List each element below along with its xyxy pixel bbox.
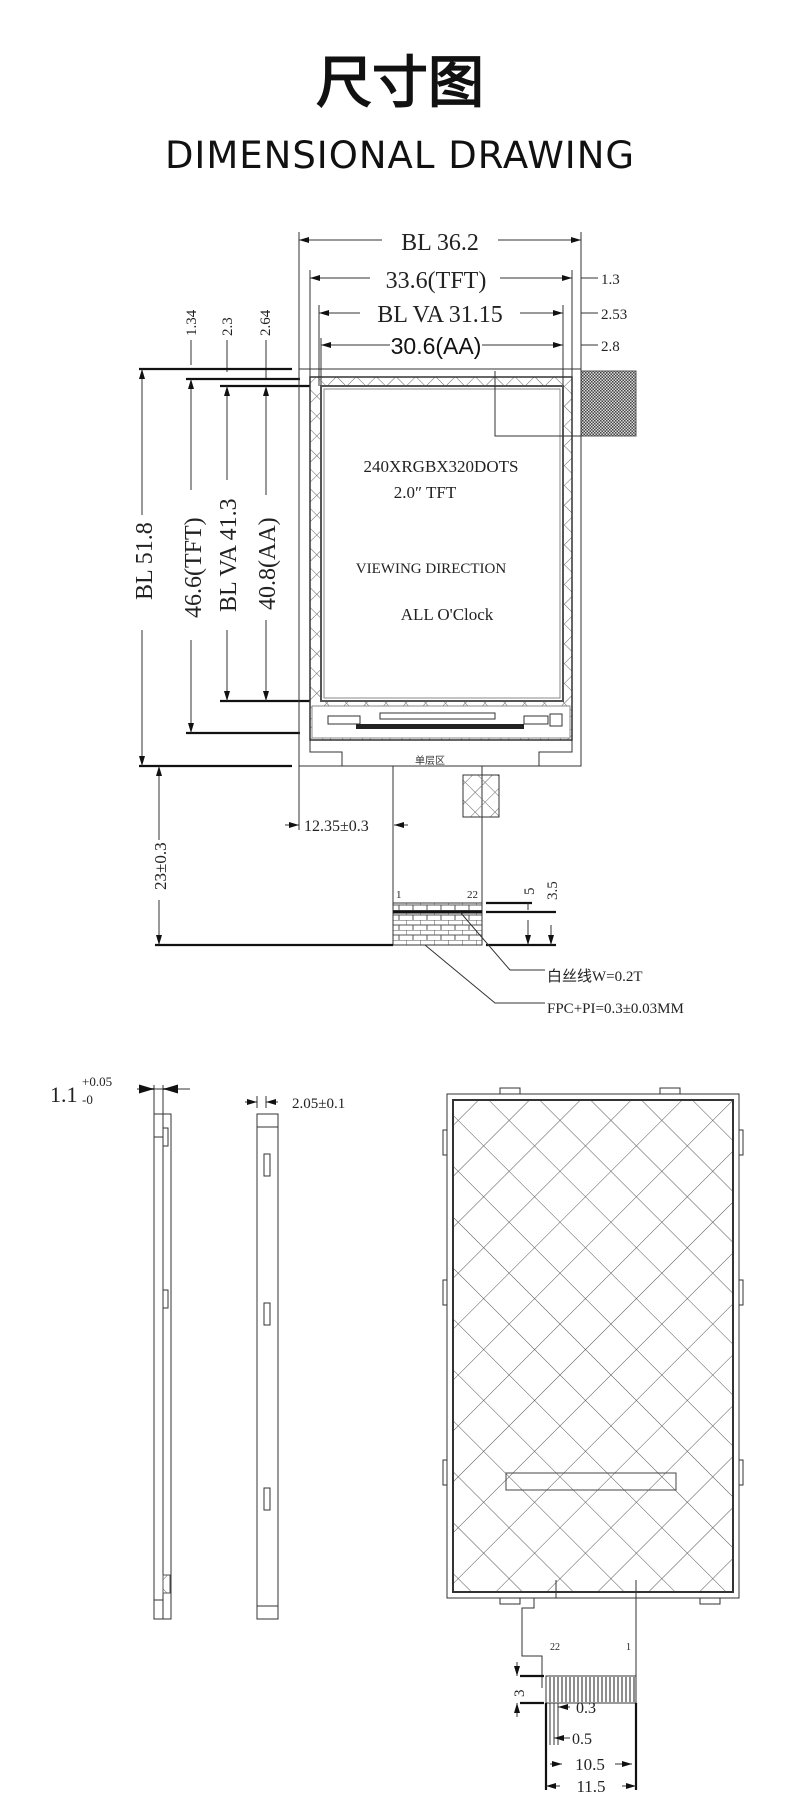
dim-fpc-offset: 12.35±0.3	[285, 766, 408, 835]
dimension-label: 22	[467, 889, 478, 901]
viewing-angle-text: ALL O'Clock	[401, 605, 494, 624]
viewing-direction-text: VIEWING DIRECTION	[356, 561, 507, 577]
dimension-label: 1	[396, 889, 402, 901]
dim-stiffener: 5 3.5	[486, 881, 561, 947]
fpc-contacts	[545, 1675, 637, 1704]
dimension-label: 0.5	[572, 1731, 592, 1748]
notes: 白丝线W=0.2T FPC+PI=0.3±0.03MM	[424, 911, 684, 1017]
dimension-label: BL 51.8	[132, 522, 158, 600]
dimension-label: 11.5	[576, 1777, 605, 1794]
dimension-label: 22	[550, 1642, 560, 1653]
dimension-label: 白丝线W=0.2T	[547, 968, 643, 985]
dimension-label: BL 36.2	[401, 230, 479, 256]
dimension-label: 12.35±0.3	[304, 818, 369, 835]
dimension-label: 3.5	[545, 881, 561, 900]
dim-bl-height: BL 51.8	[132, 369, 158, 766]
single-layer-label: 单层区	[415, 755, 445, 767]
dimension-label: 46.6(TFT)	[181, 517, 207, 618]
page-title-en: DIMENSIONAL DRAWING	[164, 134, 636, 177]
dimension-label: BL VA 41.3	[216, 498, 242, 612]
dimension-label: 33.6(TFT)	[386, 268, 487, 294]
dim-bl-va-width: BL VA 31.15 2.53	[319, 302, 627, 328]
dimension-label: 1	[626, 1642, 631, 1653]
size-text: 2.0″ TFT	[394, 483, 457, 502]
dimension-label: 1.3	[601, 272, 620, 288]
dimension-label: 2.3	[220, 317, 236, 336]
dim-aa-width: 30.6(AA) 2.8	[321, 333, 620, 359]
dimension-label: 10.5	[575, 1755, 605, 1774]
dim-bl-va-height: BL VA 41.3	[216, 386, 242, 701]
dimension-label: 2.8	[601, 339, 620, 355]
resolution-text: 240XRGBX320DOTS	[364, 457, 519, 476]
dimension-label: -0	[82, 1092, 93, 1107]
fpc-tab-hatched	[580, 370, 637, 437]
dim-tft-width: 33.6(TFT) 1.3	[310, 268, 620, 294]
dimension-label: 2.05±0.1	[292, 1096, 345, 1112]
dimension-label: 1.1	[50, 1082, 78, 1107]
dimension-label: 40.8(AA)	[255, 517, 281, 610]
dimension-label: 23±0.3	[151, 842, 170, 890]
dim-tft-height: 46.6(TFT)	[181, 379, 207, 733]
dim-fpc-length: 23±0.3	[151, 766, 393, 947]
dimension-label: 2.64	[258, 309, 274, 336]
fpc-cable: 1 22	[392, 766, 500, 946]
dim-aa-height: 40.8(AA)	[255, 386, 281, 701]
dim-bl-width: BL 36.2	[299, 230, 581, 256]
dimension-label: +0.05	[82, 1074, 112, 1089]
dimension-label: 5	[522, 888, 538, 896]
side-view-backlight: 2.05±0.1	[245, 1096, 345, 1620]
dimension-label: BL VA 31.15	[377, 302, 503, 328]
front-view: BL 36.2 33.6(TFT) 1.3 BL VA 31.15 2.53 3…	[132, 230, 684, 1017]
dimension-label: 30.6(AA)	[391, 333, 482, 359]
dimension-label: 2.53	[601, 307, 627, 323]
dimension-label: 0.3	[576, 1700, 596, 1717]
page-title-cn: 尺寸图	[316, 51, 484, 116]
dimension-label: 3	[512, 1690, 528, 1698]
back-view: 22 1 3 0.3 0.5 10.5 11.5	[442, 1087, 744, 1794]
lcd-panel: 单层区 240XRGBX320DOTS 2.0″ TFT VIEWING DIR…	[298, 368, 637, 767]
dimension-label: 1.34	[184, 309, 200, 336]
dimension-label: FPC+PI=0.3±0.03MM	[547, 1001, 684, 1017]
side-view-thin: 1.1 +0.05 -0	[50, 1074, 190, 1620]
